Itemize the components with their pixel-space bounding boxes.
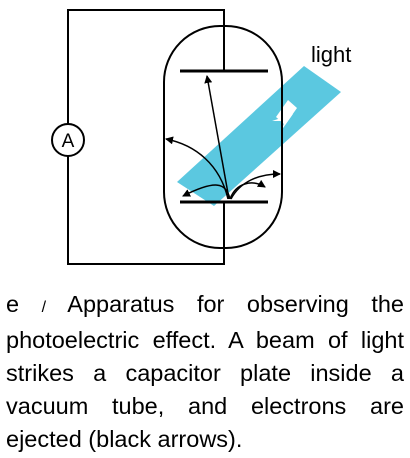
figure-caption: e / Apparatus for observing the photoele… [6, 288, 404, 456]
electron-path [182, 184, 231, 200]
electron-paths [165, 75, 281, 200]
figure-separator: / [41, 299, 47, 316]
figure-letter: e [6, 291, 20, 317]
caption-text: Apparatus for observing the photoelectri… [6, 291, 404, 452]
light-label: light [311, 42, 351, 67]
electron-path [230, 170, 281, 200]
electron-path [204, 75, 230, 200]
photoelectric-apparatus-diagram: A light [51, 9, 351, 265]
light-beam [177, 66, 341, 206]
circuit-wire [67, 9, 225, 265]
ammeter [51, 123, 85, 157]
vacuum-tube [163, 25, 283, 249]
ammeter-label: A [62, 131, 75, 152]
